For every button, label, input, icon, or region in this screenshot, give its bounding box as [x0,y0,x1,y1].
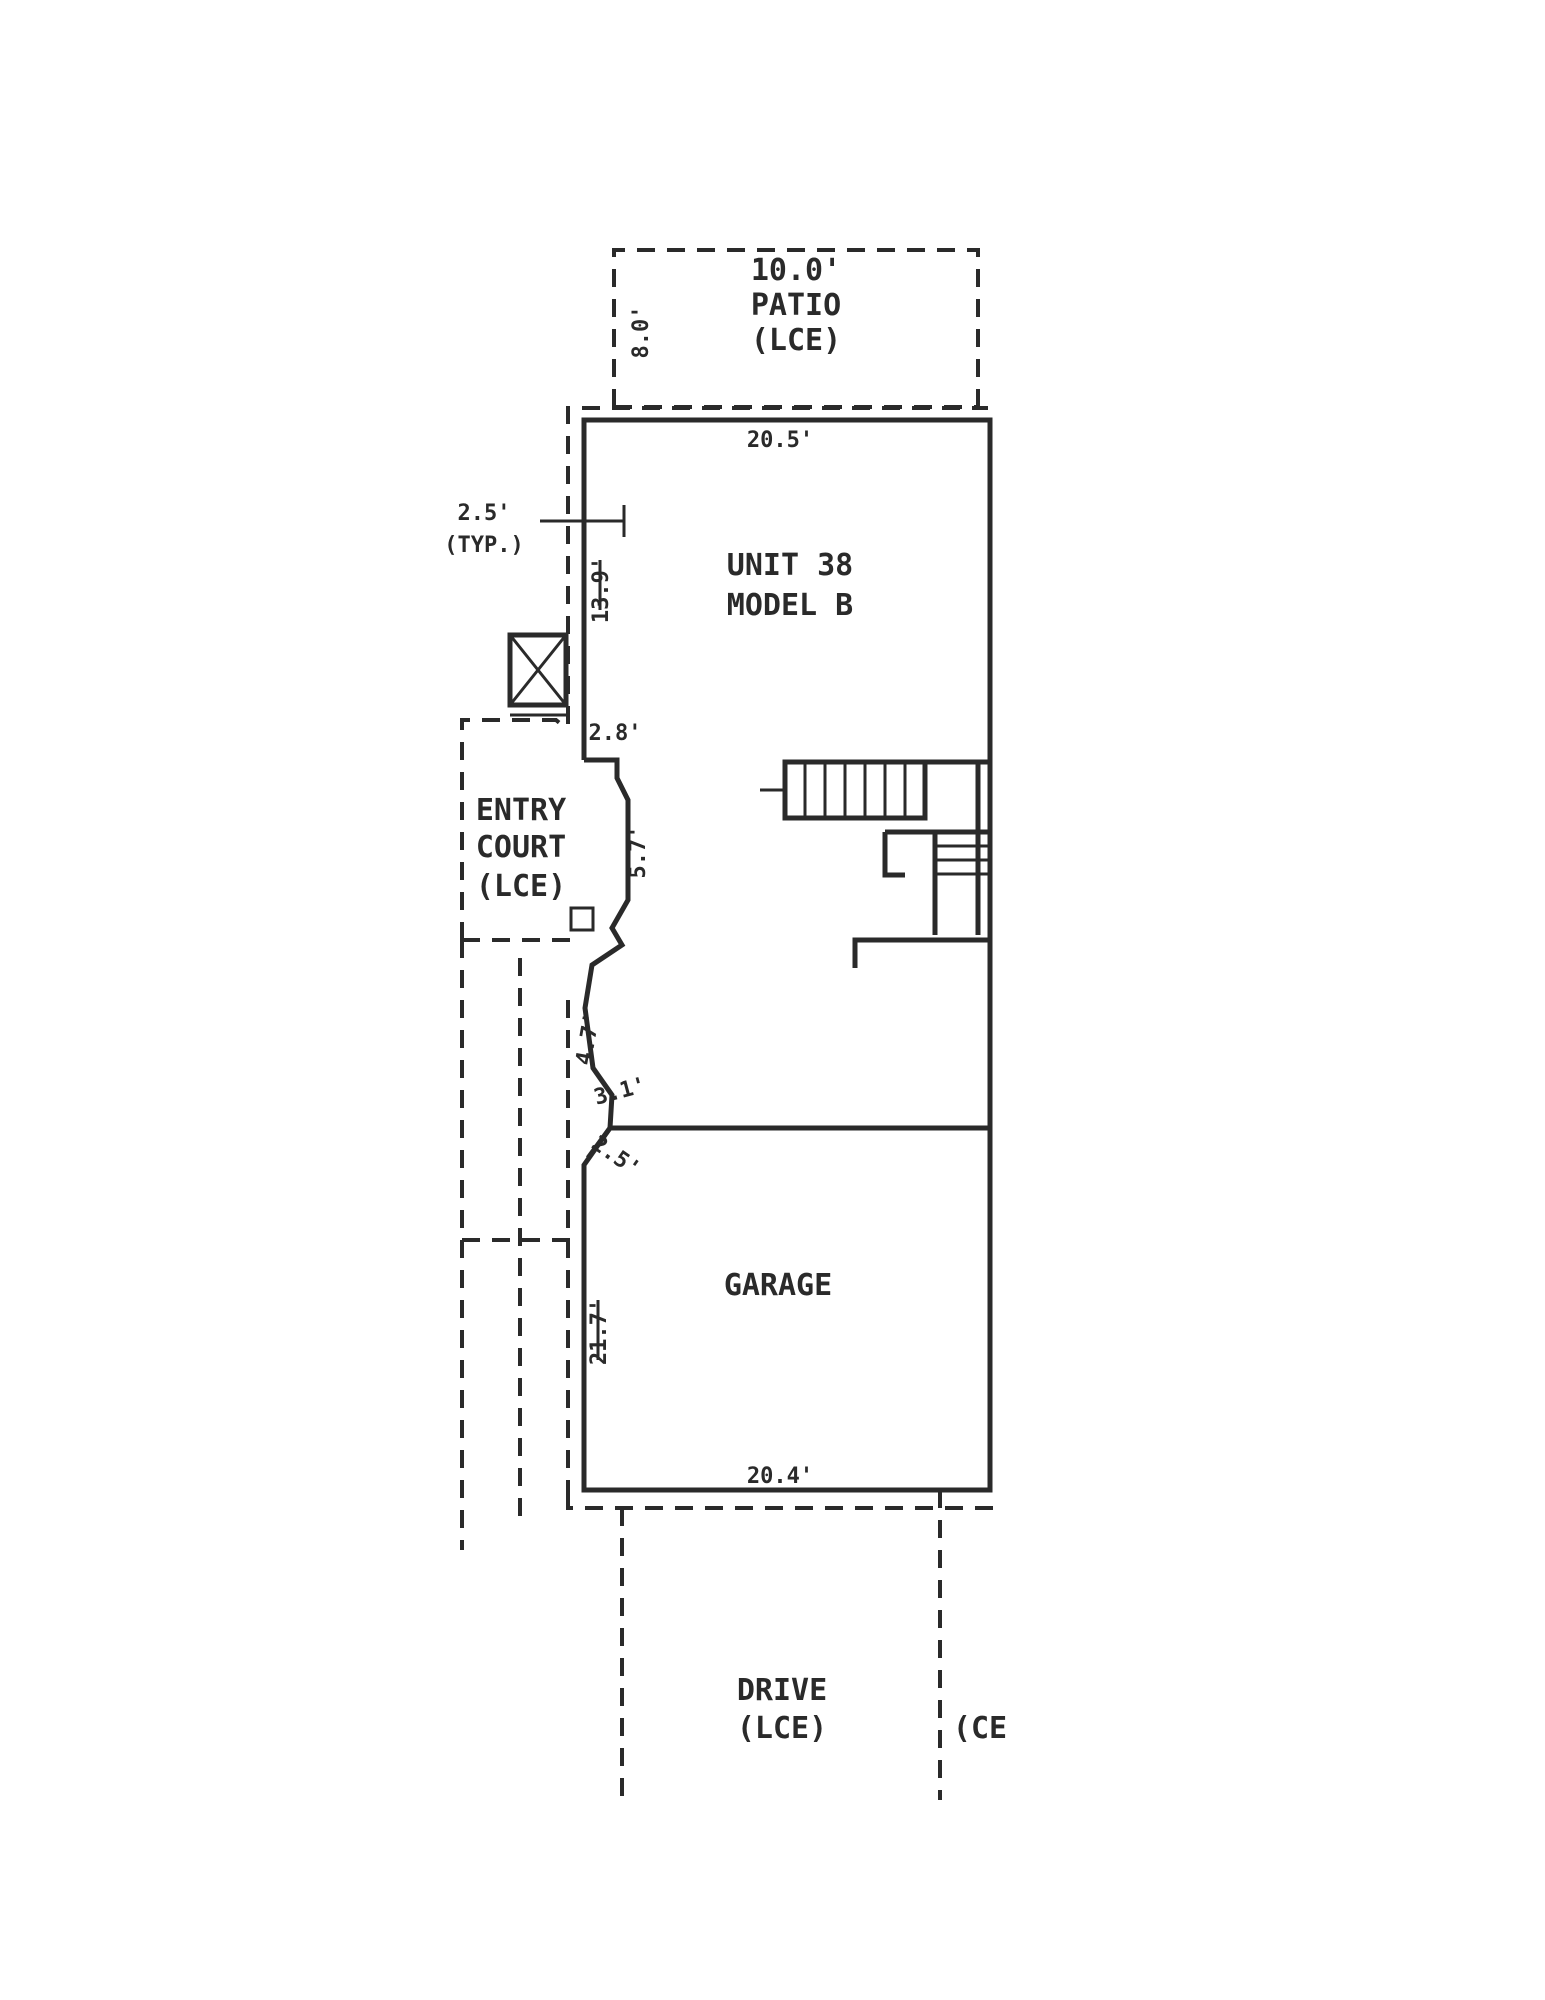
offset-dim: 2.5' [458,501,511,526]
entry-lce-label: (LCE) [476,869,566,904]
entry-court: ENTRY COURT (LCE) 5.7' [460,718,651,942]
patio-label: PATIO [751,288,841,323]
walkway [460,940,580,1550]
unit-side-dim: 13.9' [589,557,614,623]
drive: DRIVE (LCE) (CE [620,1490,1007,1800]
entry-label: ENTRY [476,793,566,828]
court-label: COURT [476,830,566,865]
garage-label: GARAGE [724,1268,832,1303]
bay-dim-a: 4.7' [572,1011,606,1068]
bay-dim-c: 2.5' [587,1131,645,1182]
edge-text: (CE [953,1711,1007,1746]
stairs [760,759,990,968]
garage-side-dim: 21.7' [587,1299,612,1365]
patio-area: 10.0' PATIO (LCE) 8.0' [612,248,980,409]
step-dim: 2.8' [589,721,642,746]
patio-width-dim: 10.0' [751,253,841,288]
unit-boundary [566,406,1000,1510]
patio-depth-dim: 8.0' [629,306,654,359]
patio-lce-label: (LCE) [751,323,841,358]
unit-walls [581,417,993,1493]
mechanical-pad [507,632,569,717]
top-width-dim: 20.5' [747,428,813,453]
offset-callout: 2.5' (TYP.) [444,501,626,558]
drive-label: DRIVE [737,1673,827,1708]
bottom-width-dim: 20.4' [747,1464,813,1489]
drive-lce-label: (LCE) [737,1711,827,1746]
model-label: MODEL B [727,588,853,623]
offset-typ: (TYP.) [444,533,523,558]
unit-label: UNIT 38 [727,548,853,583]
entry-side-dim: 5.7' [626,826,651,879]
